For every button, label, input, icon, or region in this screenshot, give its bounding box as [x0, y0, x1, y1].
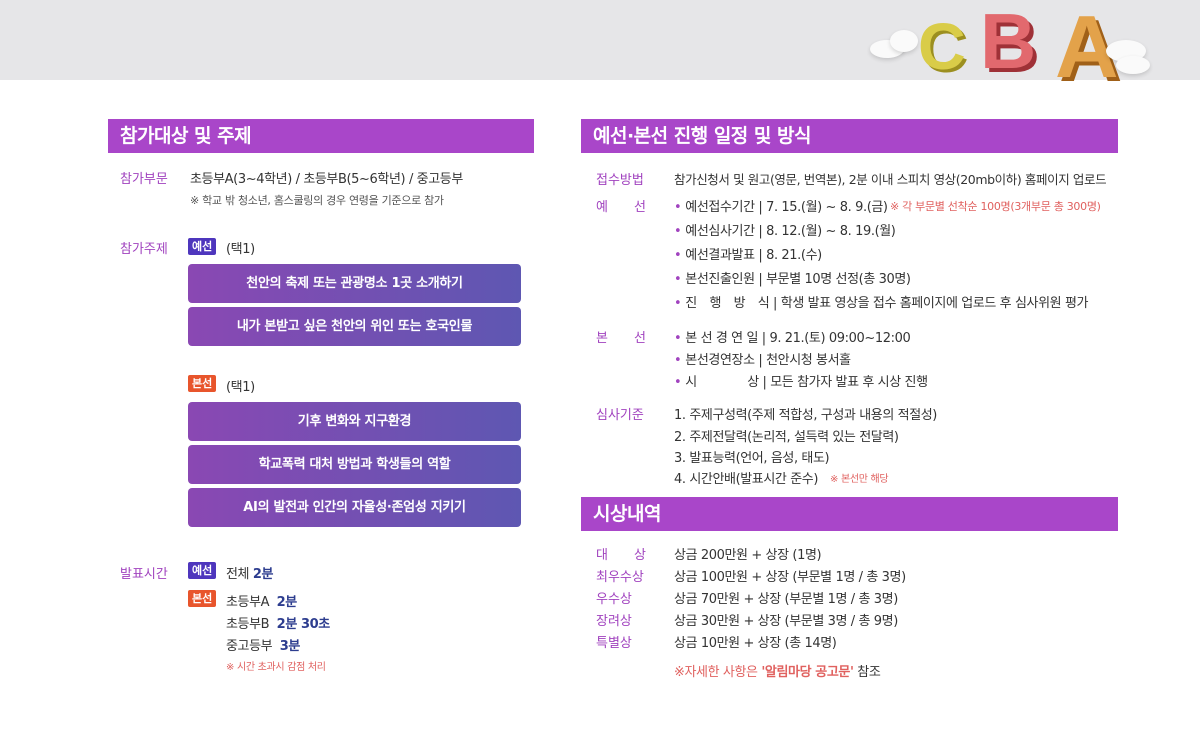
bullet-icon: • [674, 224, 682, 239]
footer-prefix: ※자세한 사항은 [674, 665, 762, 680]
award-text: 상금 70만원 + 상장 (부문별 1명 / 총 3명) [674, 592, 898, 607]
award-label: 최우수상 [596, 570, 644, 585]
criteria-note: ※ 본선만 해당 [830, 474, 889, 485]
criteria-item: 3. 발표능력(언어, 음성, 태도) [674, 451, 830, 466]
award-label: 특별상 [596, 636, 632, 651]
final-item-text: 시 상 | 모든 참가자 발표 후 시상 진행 [685, 375, 928, 390]
pre-topic-2: 내가 본받고 싶은 천안의 위인 또는 호국인물 [188, 307, 521, 346]
prelim-item: •예선접수기간 | 7. 15.(월) ~ 8. 9.(금) [674, 196, 888, 215]
final-item-text: 본선경연장소 | 천안시청 봉서홀 [685, 353, 851, 368]
pre-time-prefix: 전체 [226, 567, 250, 582]
main-badge: 본선 [188, 590, 217, 607]
criteria-label: 심사기준 [596, 408, 644, 423]
final-label: 본 선 [596, 331, 646, 346]
main-badge: 본선 [188, 375, 217, 392]
prelim-item-text: 진 행 방 식 | 학생 발표 영상을 접수 홈페이지에 업로드 후 심사위원 … [685, 296, 1089, 311]
header-bar: C B A [0, 0, 1200, 96]
logo-letter-c: C [918, 9, 966, 83]
main-time-row: 초등부B 2분 30초 [226, 613, 330, 632]
pre-time-value: 2분 [252, 567, 274, 582]
prelim-item-text: 예선접수기간 | 7. 15.(월) ~ 8. 9.(금) [685, 200, 888, 215]
prelim-item: •본선진출인원 | 부문별 10명 선정(총 30명) [674, 268, 911, 287]
bullet-icon: • [674, 375, 682, 390]
award-label: 대 상 [596, 548, 646, 563]
notice-board-link[interactable]: '알림마당 공고문' [761, 665, 854, 680]
final-item: •본 선 경 연 일 | 9. 21.(토) 09:00~12:00 [674, 327, 911, 346]
prelim-item: •예선심사기간 | 8. 12.(월) ~ 8. 19.(월) [674, 220, 896, 239]
choose-one-text: (택1) [226, 242, 255, 257]
division-note: ※ 학교 밖 청소년, 홈스쿨링의 경우 연령을 기준으로 참가 [190, 194, 444, 207]
choose-one-text: (택1) [226, 380, 255, 395]
time-group: 초등부A [226, 595, 270, 610]
footer-note: ※자세한 사항은 '알림마당 공고문' 참조 [674, 661, 881, 680]
main-topic-1: 기후 변화와 지구환경 [188, 402, 521, 441]
time-value: 2분 30초 [276, 617, 331, 632]
bullet-icon: • [674, 296, 682, 311]
main-time-row: 중고등부 3분 [226, 635, 300, 654]
pre-badge: 예선 [188, 562, 217, 579]
award-label: 우수상 [596, 592, 632, 607]
time-group: 초등부B [226, 617, 270, 632]
award-text: 상금 30만원 + 상장 (부문별 3명 / 총 9명) [674, 614, 898, 629]
final-item-text: 본 선 경 연 일 | 9. 21.(토) 09:00~12:00 [685, 331, 911, 346]
time-value: 2분 [276, 595, 298, 610]
final-item: •시 상 | 모든 참가자 발표 후 시상 진행 [674, 371, 928, 390]
division-text: 초등부A(3~4학년) / 초등부B(5~6학년) / 중고등부 [190, 172, 463, 187]
prelim-item-text: 예선심사기간 | 8. 12.(월) ~ 8. 19.(월) [685, 224, 896, 239]
apply-text: 참가신청서 및 원고(영문, 번역본), 2분 이내 스피치 영상(20mb이하… [674, 172, 1107, 187]
cloud-icon [1116, 56, 1150, 74]
award-text: 상금 100만원 + 상장 (부문별 1명 / 총 3명) [674, 570, 906, 585]
award-text: 상금 10만원 + 상장 (총 14명) [674, 636, 837, 651]
prelim-item: •진 행 방 식 | 학생 발표 영상을 접수 홈페이지에 업로드 후 심사위원… [674, 292, 1088, 311]
apply-label: 접수방법 [596, 173, 644, 188]
logo-letter-b: B [980, 0, 1037, 85]
main-topic-3: AI의 발전과 인간의 자율성·존엄성 지키기 [188, 488, 521, 527]
main-topic-2: 학교폭력 대처 방법과 학생들의 역할 [188, 445, 521, 484]
bullet-icon: • [674, 200, 682, 215]
prelim-note: ※ 각 부문별 선착순 100명(3개부문 총 300명) [890, 200, 1101, 213]
time-label: 발표시간 [120, 567, 168, 582]
time-group: 중고등부 [226, 639, 273, 654]
main-time-row: 초등부A 2분 [226, 591, 297, 610]
bullet-icon: • [674, 331, 682, 346]
award-label: 장려상 [596, 614, 632, 629]
final-item: •본선경연장소 | 천안시청 봉서홀 [674, 349, 851, 368]
cba-logo: C B A [870, 0, 1170, 96]
pre-time-text: 전체 2분 [226, 563, 273, 582]
section-title-participants: 참가대상 및 주제 [108, 119, 534, 153]
prelim-item: •예선결과발표 | 8. 21.(수) [674, 244, 822, 263]
bullet-icon: • [674, 248, 682, 263]
pre-badge: 예선 [188, 238, 217, 255]
criteria-item: 2. 주제전달력(논리적, 설득력 있는 전달력) [674, 430, 899, 445]
section-title-awards: 시상내역 [581, 497, 1118, 531]
time-note: ※ 시간 초과시 감점 처리 [226, 662, 326, 673]
division-label: 참가부문 [120, 172, 168, 187]
bullet-icon: • [674, 272, 682, 287]
footer-suffix: 참조 [853, 665, 881, 680]
criteria-item: 1. 주제구성력(주제 적합성, 구성과 내용의 적절성) [674, 408, 937, 423]
topic-label: 참가주제 [120, 242, 168, 257]
prelim-item-text: 본선진출인원 | 부문별 10명 선정(총 30명) [685, 272, 911, 287]
section-title-schedule: 예선·본선 진행 일정 및 방식 [581, 119, 1118, 153]
prelim-item-text: 예선결과발표 | 8. 21.(수) [685, 248, 822, 263]
prelim-label: 예 선 [596, 200, 646, 215]
bullet-icon: • [674, 353, 682, 368]
criteria-item: 4. 시간안배(발표시간 준수) [674, 472, 819, 487]
time-value: 3분 [279, 639, 301, 654]
cloud-icon [890, 30, 918, 52]
pre-topic-1: 천안의 축제 또는 관광명소 1곳 소개하기 [188, 264, 521, 303]
award-text: 상금 200만원 + 상장 (1명) [674, 548, 822, 563]
